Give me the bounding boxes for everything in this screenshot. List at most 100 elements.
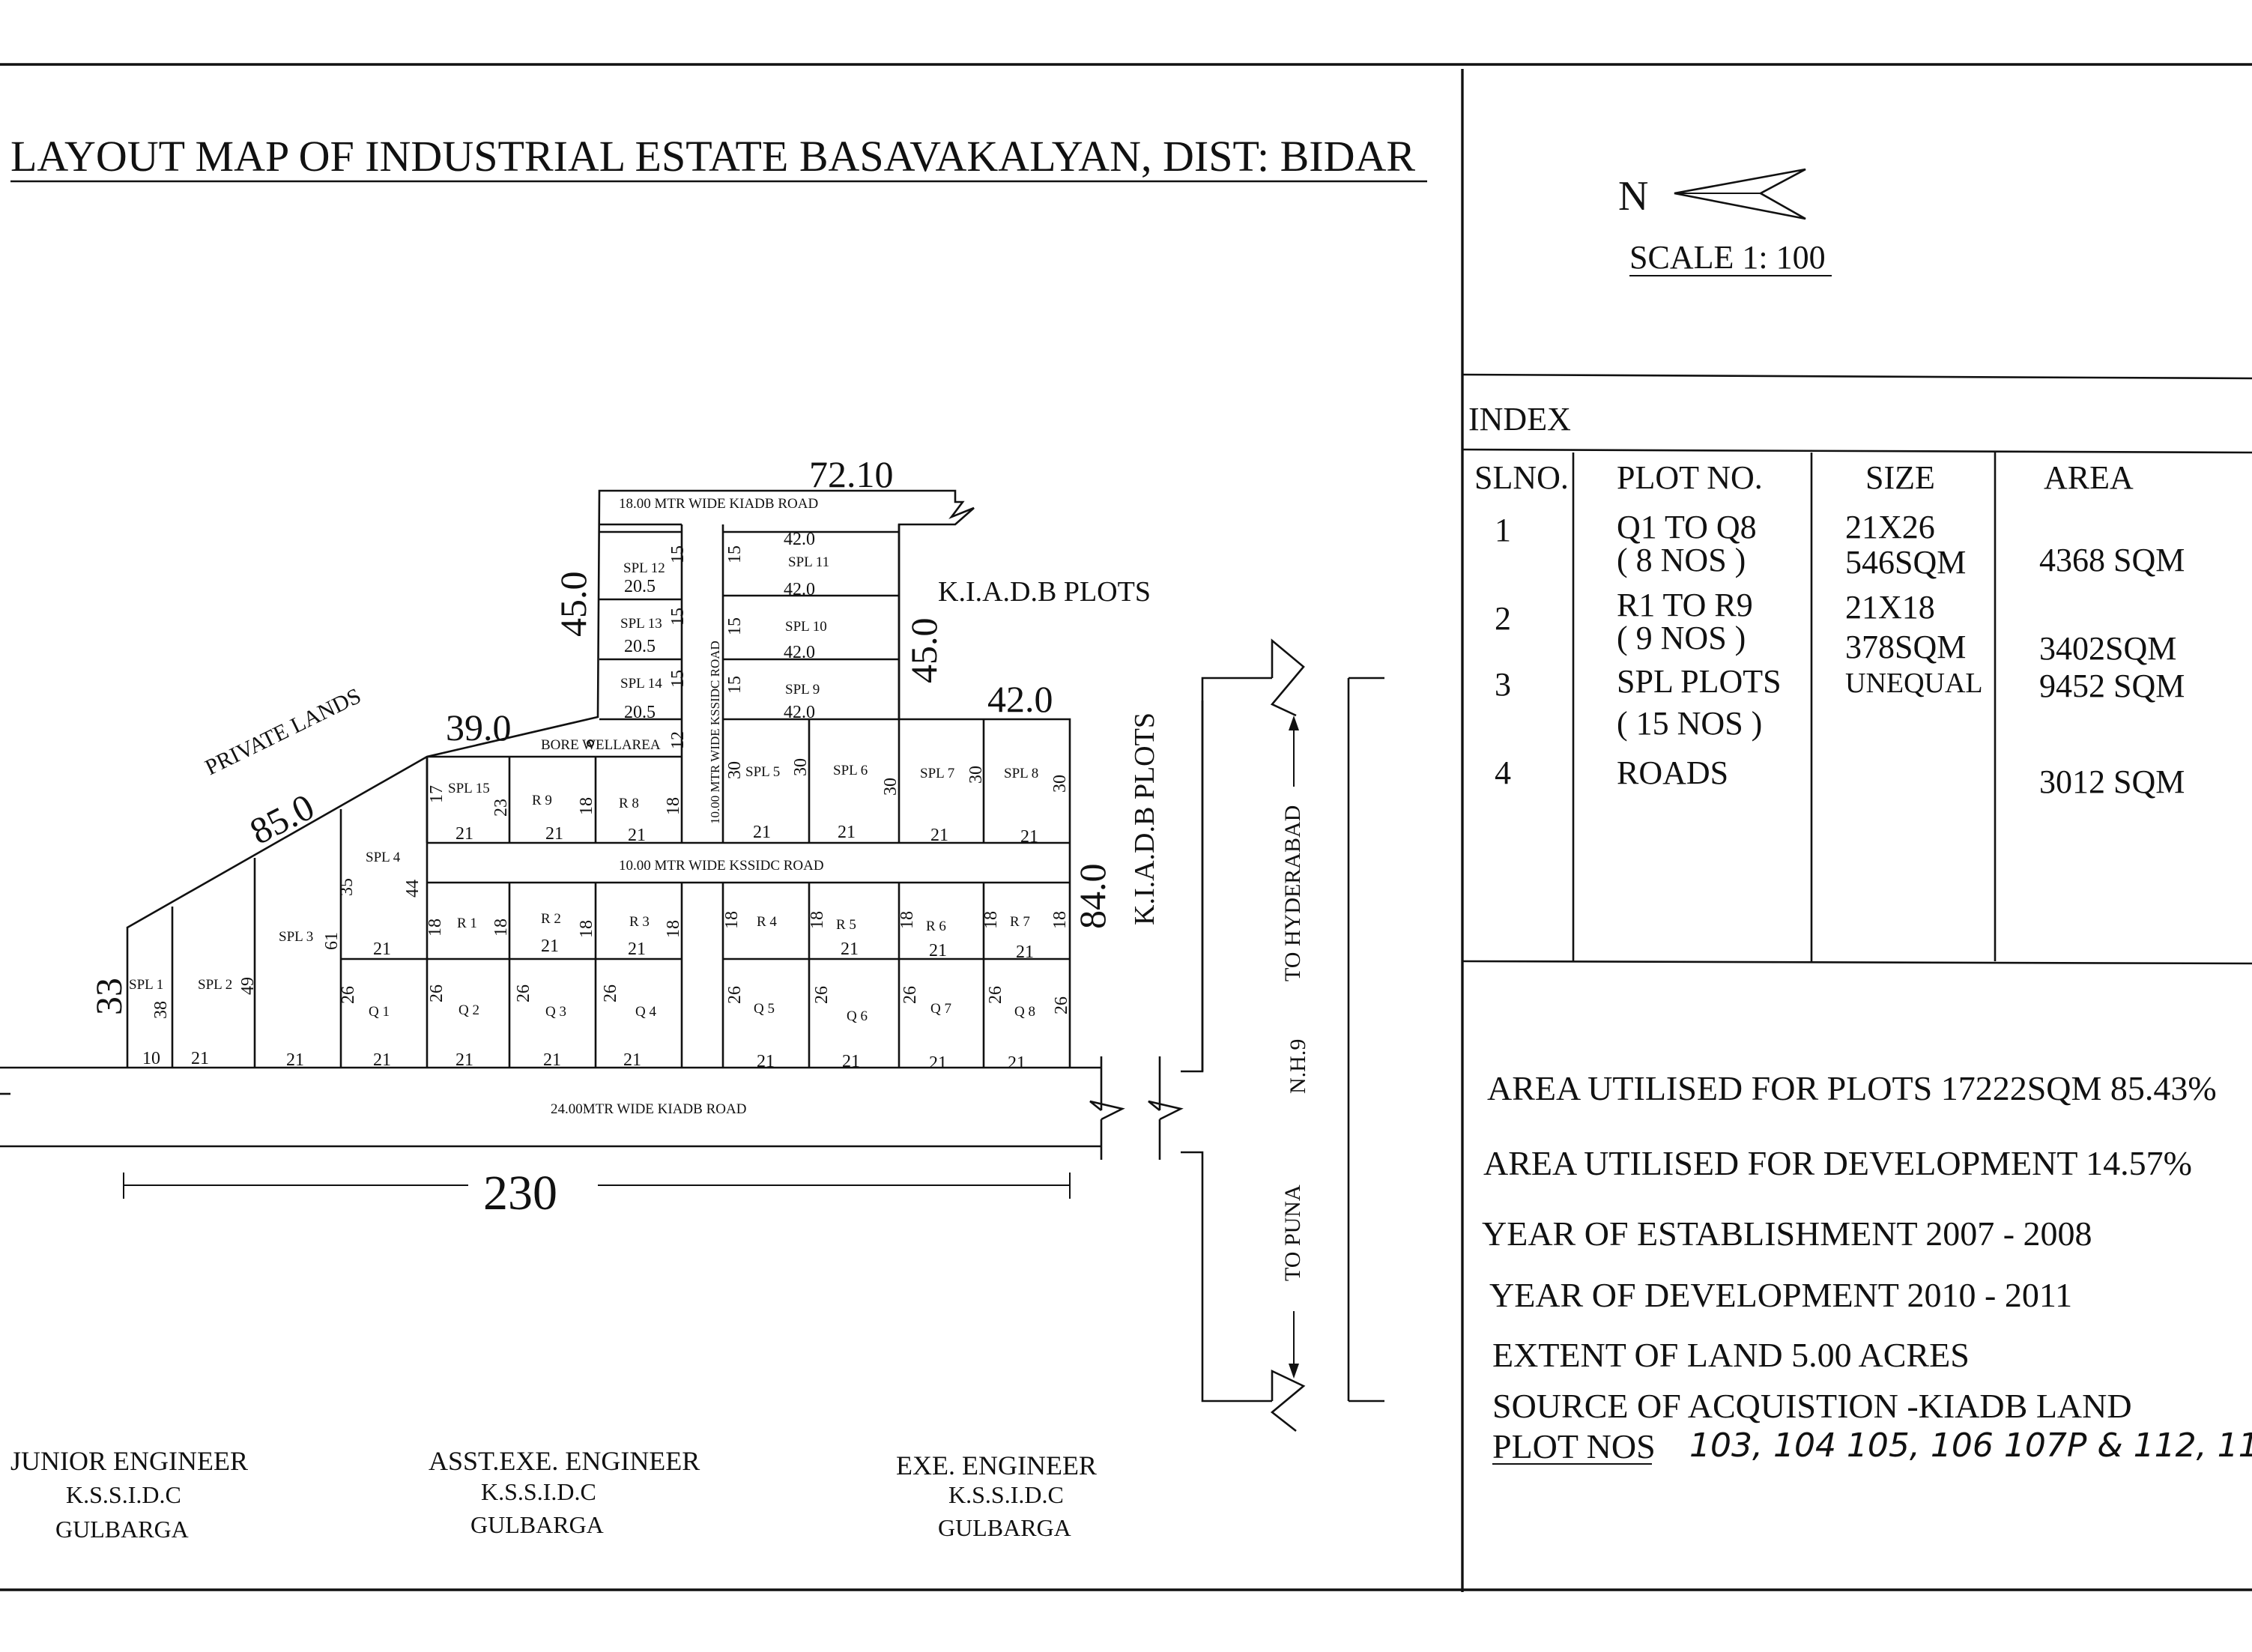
svg-text:26: 26 bbox=[514, 984, 533, 1002]
plot-spl5: SPL 5 bbox=[745, 764, 780, 780]
svg-text:UNEQUAL: UNEQUAL bbox=[1845, 668, 1983, 699]
dim-85: 85.0 bbox=[243, 785, 321, 853]
plot-spl9: SPL 9 bbox=[785, 682, 820, 698]
signature-junior-engineer: JUNIOR ENGINEER K.S.S.I.D.C GULBARGA bbox=[10, 1446, 248, 1543]
svg-text:15: 15 bbox=[725, 545, 745, 563]
dim-45-left: 45.0 bbox=[552, 572, 594, 638]
svg-text:23: 23 bbox=[491, 799, 511, 817]
svg-text:K.S.S.I.D.C: K.S.S.I.D.C bbox=[66, 1481, 181, 1508]
svg-text:42.0: 42.0 bbox=[784, 643, 815, 662]
plot-q8: Q 8 bbox=[1014, 1004, 1035, 1020]
dim-33: 33 bbox=[88, 978, 130, 1015]
plot-r1: R 1 bbox=[457, 916, 477, 931]
svg-text:44: 44 bbox=[403, 880, 423, 898]
svg-text:21: 21 bbox=[929, 1053, 947, 1073]
summary-source: SOURCE OF ACQUISTION -KIADB LAND bbox=[1492, 1387, 2132, 1425]
svg-text:21: 21 bbox=[753, 823, 771, 842]
svg-text:18: 18 bbox=[664, 797, 683, 815]
plot-r3: R 3 bbox=[629, 914, 650, 930]
svg-text:R1 TO R9: R1 TO R9 bbox=[1617, 587, 1753, 623]
to-hyderabad-label: TO HYDERABAD bbox=[1280, 805, 1305, 981]
dim-45-right: 45.0 bbox=[903, 618, 945, 684]
svg-text:21: 21 bbox=[1008, 1053, 1026, 1073]
svg-text:26: 26 bbox=[601, 984, 620, 1002]
index-col-size: SIZE bbox=[1865, 459, 1935, 496]
plot-spl15: SPL 15 bbox=[448, 781, 490, 796]
dim-42: 42.0 bbox=[987, 678, 1053, 720]
svg-text:12: 12 bbox=[668, 731, 688, 749]
svg-text:378SQM: 378SQM bbox=[1845, 629, 1966, 665]
svg-text:26: 26 bbox=[1052, 996, 1071, 1014]
index-row: 2 R1 TO R9 ( 9 NOS ) 21X18 378SQM 3402SQ… bbox=[1495, 587, 2176, 667]
dim-230-line bbox=[123, 1173, 1071, 1199]
svg-text:20.5: 20.5 bbox=[624, 703, 656, 722]
plot-r8: R 8 bbox=[619, 796, 639, 811]
svg-text:K.S.S.I.D.C: K.S.S.I.D.C bbox=[481, 1478, 596, 1505]
plot-spl12: SPL 12 bbox=[623, 560, 665, 576]
svg-text:2: 2 bbox=[1495, 600, 1511, 637]
svg-text:21: 21 bbox=[838, 823, 856, 842]
svg-text:21: 21 bbox=[286, 1050, 304, 1070]
svg-text:3: 3 bbox=[1495, 666, 1511, 703]
nh9-corridor bbox=[1181, 638, 1384, 1432]
summary-block: AREA UTILISED FOR PLOTS 17222SQM 85.43% … bbox=[1482, 1069, 2252, 1465]
svg-text:21: 21 bbox=[373, 1050, 391, 1070]
svg-text:546SQM: 546SQM bbox=[1845, 544, 1966, 581]
svg-text:21: 21 bbox=[455, 1050, 473, 1070]
plot-spl7: SPL 7 bbox=[920, 766, 954, 781]
plot-spl1: SPL 1 bbox=[129, 977, 163, 993]
svg-text:21: 21 bbox=[628, 826, 646, 845]
plot-spl13: SPL 13 bbox=[620, 616, 662, 632]
map-title: LAYOUT MAP OF INDUSTRIAL ESTATE BASAVAKA… bbox=[10, 132, 1415, 181]
index-row: 1 Q1 TO Q8 ( 8 NOS ) 21X26 546SQM 4368 S… bbox=[1495, 509, 2185, 581]
index-col-slno: SLNO. bbox=[1474, 459, 1569, 496]
svg-text:ASST.EXE. ENGINEER: ASST.EXE. ENGINEER bbox=[429, 1446, 700, 1476]
svg-text:4368 SQM: 4368 SQM bbox=[2039, 542, 2185, 578]
svg-text:ROADS: ROADS bbox=[1617, 754, 1728, 791]
svg-text:JUNIOR ENGINEER: JUNIOR ENGINEER bbox=[10, 1446, 248, 1476]
summary-extent: EXTENT OF LAND 5.00 ACRES bbox=[1492, 1336, 1970, 1374]
road-bottom-label: 24.00MTR WIDE KIADB ROAD bbox=[551, 1101, 746, 1117]
plot-q7: Q 7 bbox=[930, 1001, 951, 1017]
plot-r2: R 2 bbox=[541, 911, 561, 927]
svg-text:18: 18 bbox=[722, 911, 742, 929]
svg-text:9452 SQM: 9452 SQM bbox=[2039, 668, 2185, 704]
svg-text:21: 21 bbox=[623, 1050, 641, 1070]
svg-text:26: 26 bbox=[901, 986, 920, 1004]
svg-text:20.5: 20.5 bbox=[624, 637, 656, 656]
svg-text:21: 21 bbox=[373, 940, 391, 959]
svg-text:21: 21 bbox=[541, 937, 559, 956]
summary-plot-nos-value: 103, 104 105, 106 107P & 112, 113 bbox=[1689, 1426, 2252, 1465]
svg-text:21: 21 bbox=[1016, 943, 1034, 962]
svg-text:30: 30 bbox=[881, 778, 901, 796]
summary-year-dev: YEAR OF DEVELOPMENT 2010 - 2011 bbox=[1489, 1276, 2072, 1314]
plot-spl2: SPL 2 bbox=[198, 977, 232, 993]
index-col-plot: PLOT NO. bbox=[1617, 459, 1763, 496]
svg-text:( 15 NOS ): ( 15 NOS ) bbox=[1617, 705, 1762, 742]
svg-text:( 8 NOS ): ( 8 NOS ) bbox=[1617, 542, 1746, 578]
svg-text:18: 18 bbox=[898, 911, 917, 929]
plot-spl3: SPL 3 bbox=[279, 929, 313, 945]
bore-well-label: BORE WELLAREA bbox=[541, 737, 661, 753]
plot-spl6: SPL 6 bbox=[833, 763, 868, 778]
index-heading: INDEX bbox=[1468, 401, 1571, 438]
svg-text:21: 21 bbox=[543, 1050, 561, 1070]
svg-text:18: 18 bbox=[664, 920, 683, 938]
summary-plots: AREA UTILISED FOR PLOTS 17222SQM 85.43% bbox=[1487, 1069, 2217, 1107]
svg-text:EXE. ENGINEER: EXE. ENGINEER bbox=[896, 1450, 1097, 1480]
svg-text:30: 30 bbox=[791, 758, 811, 776]
bore-well-marker bbox=[587, 739, 594, 747]
svg-text:21: 21 bbox=[841, 940, 859, 959]
svg-text:61: 61 bbox=[322, 932, 342, 950]
svg-text:21: 21 bbox=[930, 826, 948, 845]
nh9-label: N.H.9 bbox=[1286, 1039, 1310, 1094]
svg-text:18: 18 bbox=[577, 920, 596, 938]
svg-text:26: 26 bbox=[427, 984, 447, 1002]
svg-text:17: 17 bbox=[427, 785, 447, 803]
svg-text:4: 4 bbox=[1495, 754, 1511, 791]
svg-text:GULBARGA: GULBARGA bbox=[470, 1511, 604, 1538]
summary-establishment: YEAR OF ESTABLISHMENT 2007 - 2008 bbox=[1482, 1214, 2092, 1253]
index-table: INDEX SLNO. PLOT NO. SIZE AREA 1 Q1 TO Q… bbox=[1468, 401, 2185, 800]
private-lands-label: PRIVATE LANDS bbox=[202, 683, 365, 780]
dim-72: 72.10 bbox=[809, 453, 894, 495]
